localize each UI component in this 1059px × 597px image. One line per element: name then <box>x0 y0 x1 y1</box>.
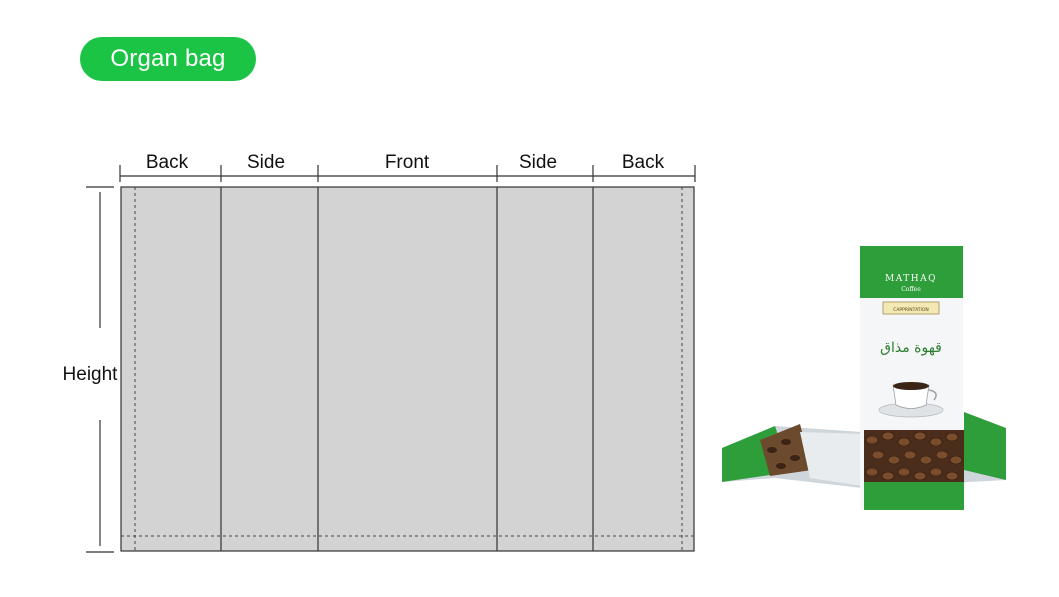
panel-label-back-right: Back <box>622 152 665 173</box>
bag-brand-text: MATHAQ <box>885 274 937 284</box>
height-label: Height <box>63 364 119 385</box>
seal-lines <box>121 187 694 551</box>
panel-label-front: Front <box>385 152 430 173</box>
bag-tag-text: CAPPRINTATION <box>893 307 929 313</box>
bag-arabic-name: قهوة مذاق <box>880 340 942 356</box>
height-dimension-line <box>86 186 114 553</box>
panel-label-side-left: Side <box>247 152 285 173</box>
panel-label-back-left: Back <box>146 152 189 173</box>
top-dimension-line <box>119 165 696 182</box>
bag-panel-sheet <box>120 186 695 552</box>
bag-subbrand-text: Coffee <box>901 286 921 293</box>
panel-label-side-right: Side <box>519 152 557 173</box>
coffee-bag-product-image: MATHAQ Coffee CAPPRINTATION قهوة مذاق <box>722 246 1006 510</box>
organ-bag-badge: Organ bag <box>80 37 256 81</box>
panel-fold-lines <box>220 187 594 551</box>
